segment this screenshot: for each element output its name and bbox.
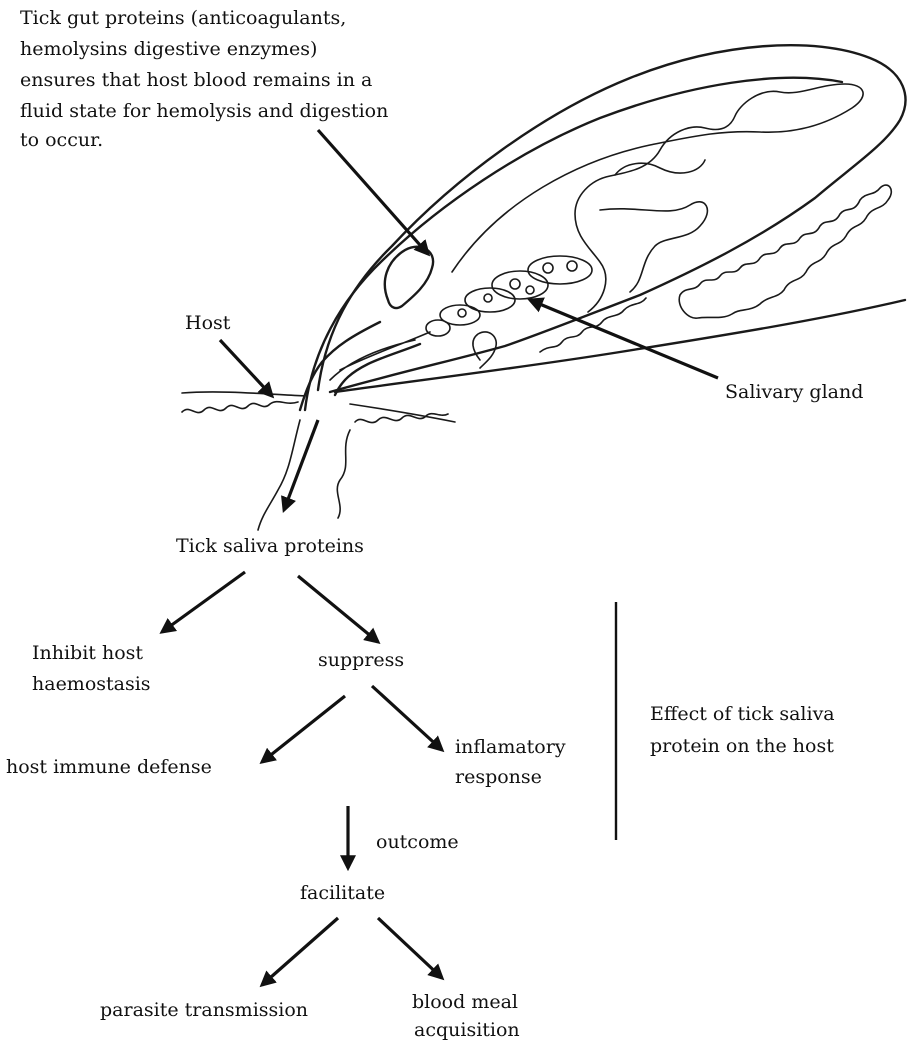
host-label: Host — [185, 312, 231, 334]
tick-hypostome-left — [300, 322, 380, 410]
arrow-to-inhibit — [162, 572, 245, 632]
gland-acinus-3 — [510, 279, 520, 289]
tick-salivary-duct — [330, 332, 430, 380]
outcome-label: outcome — [376, 831, 459, 853]
side-note-line-2: protein on the host — [650, 735, 834, 757]
arrow-salivary-gland — [530, 300, 718, 378]
tick-ovary — [679, 185, 891, 318]
gut-proteins-annotation: Tick gut proteins (anticoagulants, hemol… — [20, 7, 388, 151]
gland-lobe-3 — [465, 288, 515, 312]
saliva-proteins-label: Tick saliva proteins — [176, 535, 364, 557]
host-tissue-crack-right — [337, 430, 350, 518]
immune-defense-label: host immune defense — [6, 756, 212, 778]
tick-midgut — [452, 84, 863, 312]
gland-acinus-5 — [484, 294, 492, 302]
host-skin-wave-left — [182, 402, 298, 413]
inhibit-line-1: Inhibit host — [32, 642, 143, 664]
gland-acinus-2 — [567, 261, 577, 271]
arrow-to-suppress — [298, 576, 378, 642]
gut-proteins-line-1: Tick gut proteins (anticoagulants, — [20, 7, 346, 29]
arrow-to-inflammatory — [372, 686, 442, 750]
gland-acinus-1 — [543, 263, 553, 273]
tick-illustration — [300, 45, 905, 410]
suppress-label: suppress — [318, 649, 404, 671]
tick-body-outline — [318, 45, 905, 392]
arrow-to-blood-meal — [378, 918, 442, 978]
blood-meal-line-1: blood meal — [412, 991, 518, 1013]
inflammatory-line-2: response — [455, 766, 542, 788]
arrow-to-parasite-transmission — [262, 918, 338, 985]
gut-proteins-line-4: fluid state for hemolysis and digestion — [20, 100, 388, 122]
arrow-to-immune-defense — [262, 696, 345, 762]
gland-lobe-5 — [426, 320, 450, 336]
blood-meal-line-2: acquisition — [414, 1019, 520, 1041]
gland-acinus-4 — [526, 286, 534, 294]
tick-gut-sac — [385, 247, 433, 308]
arrow-host — [220, 340, 272, 396]
gut-proteins-line-2: hemolysins digestive enzymes) — [20, 38, 317, 60]
inflammatory-line-1: inflamatory — [455, 736, 566, 758]
host-skin-surface-left — [182, 392, 305, 396]
facilitate-label: facilitate — [300, 882, 385, 904]
inhibit-line-2: haemostasis — [32, 673, 151, 695]
host-skin-surface-right — [350, 404, 455, 422]
gut-proteins-line-5: to occur. — [20, 129, 103, 151]
side-note-line-1: Effect of tick saliva — [650, 703, 835, 725]
host-skin — [182, 392, 455, 530]
salivary-gland-label: Salivary gland — [725, 381, 863, 403]
parasite-transmission-label: parasite transmission — [100, 999, 308, 1021]
gut-proteins-line-3: ensures that host blood remains in a — [20, 69, 372, 91]
gland-lobe-1 — [528, 256, 592, 284]
host-tissue-crack-left — [258, 420, 300, 530]
arrow-gut-proteins — [318, 130, 428, 254]
gland-acinus-6 — [458, 309, 466, 317]
